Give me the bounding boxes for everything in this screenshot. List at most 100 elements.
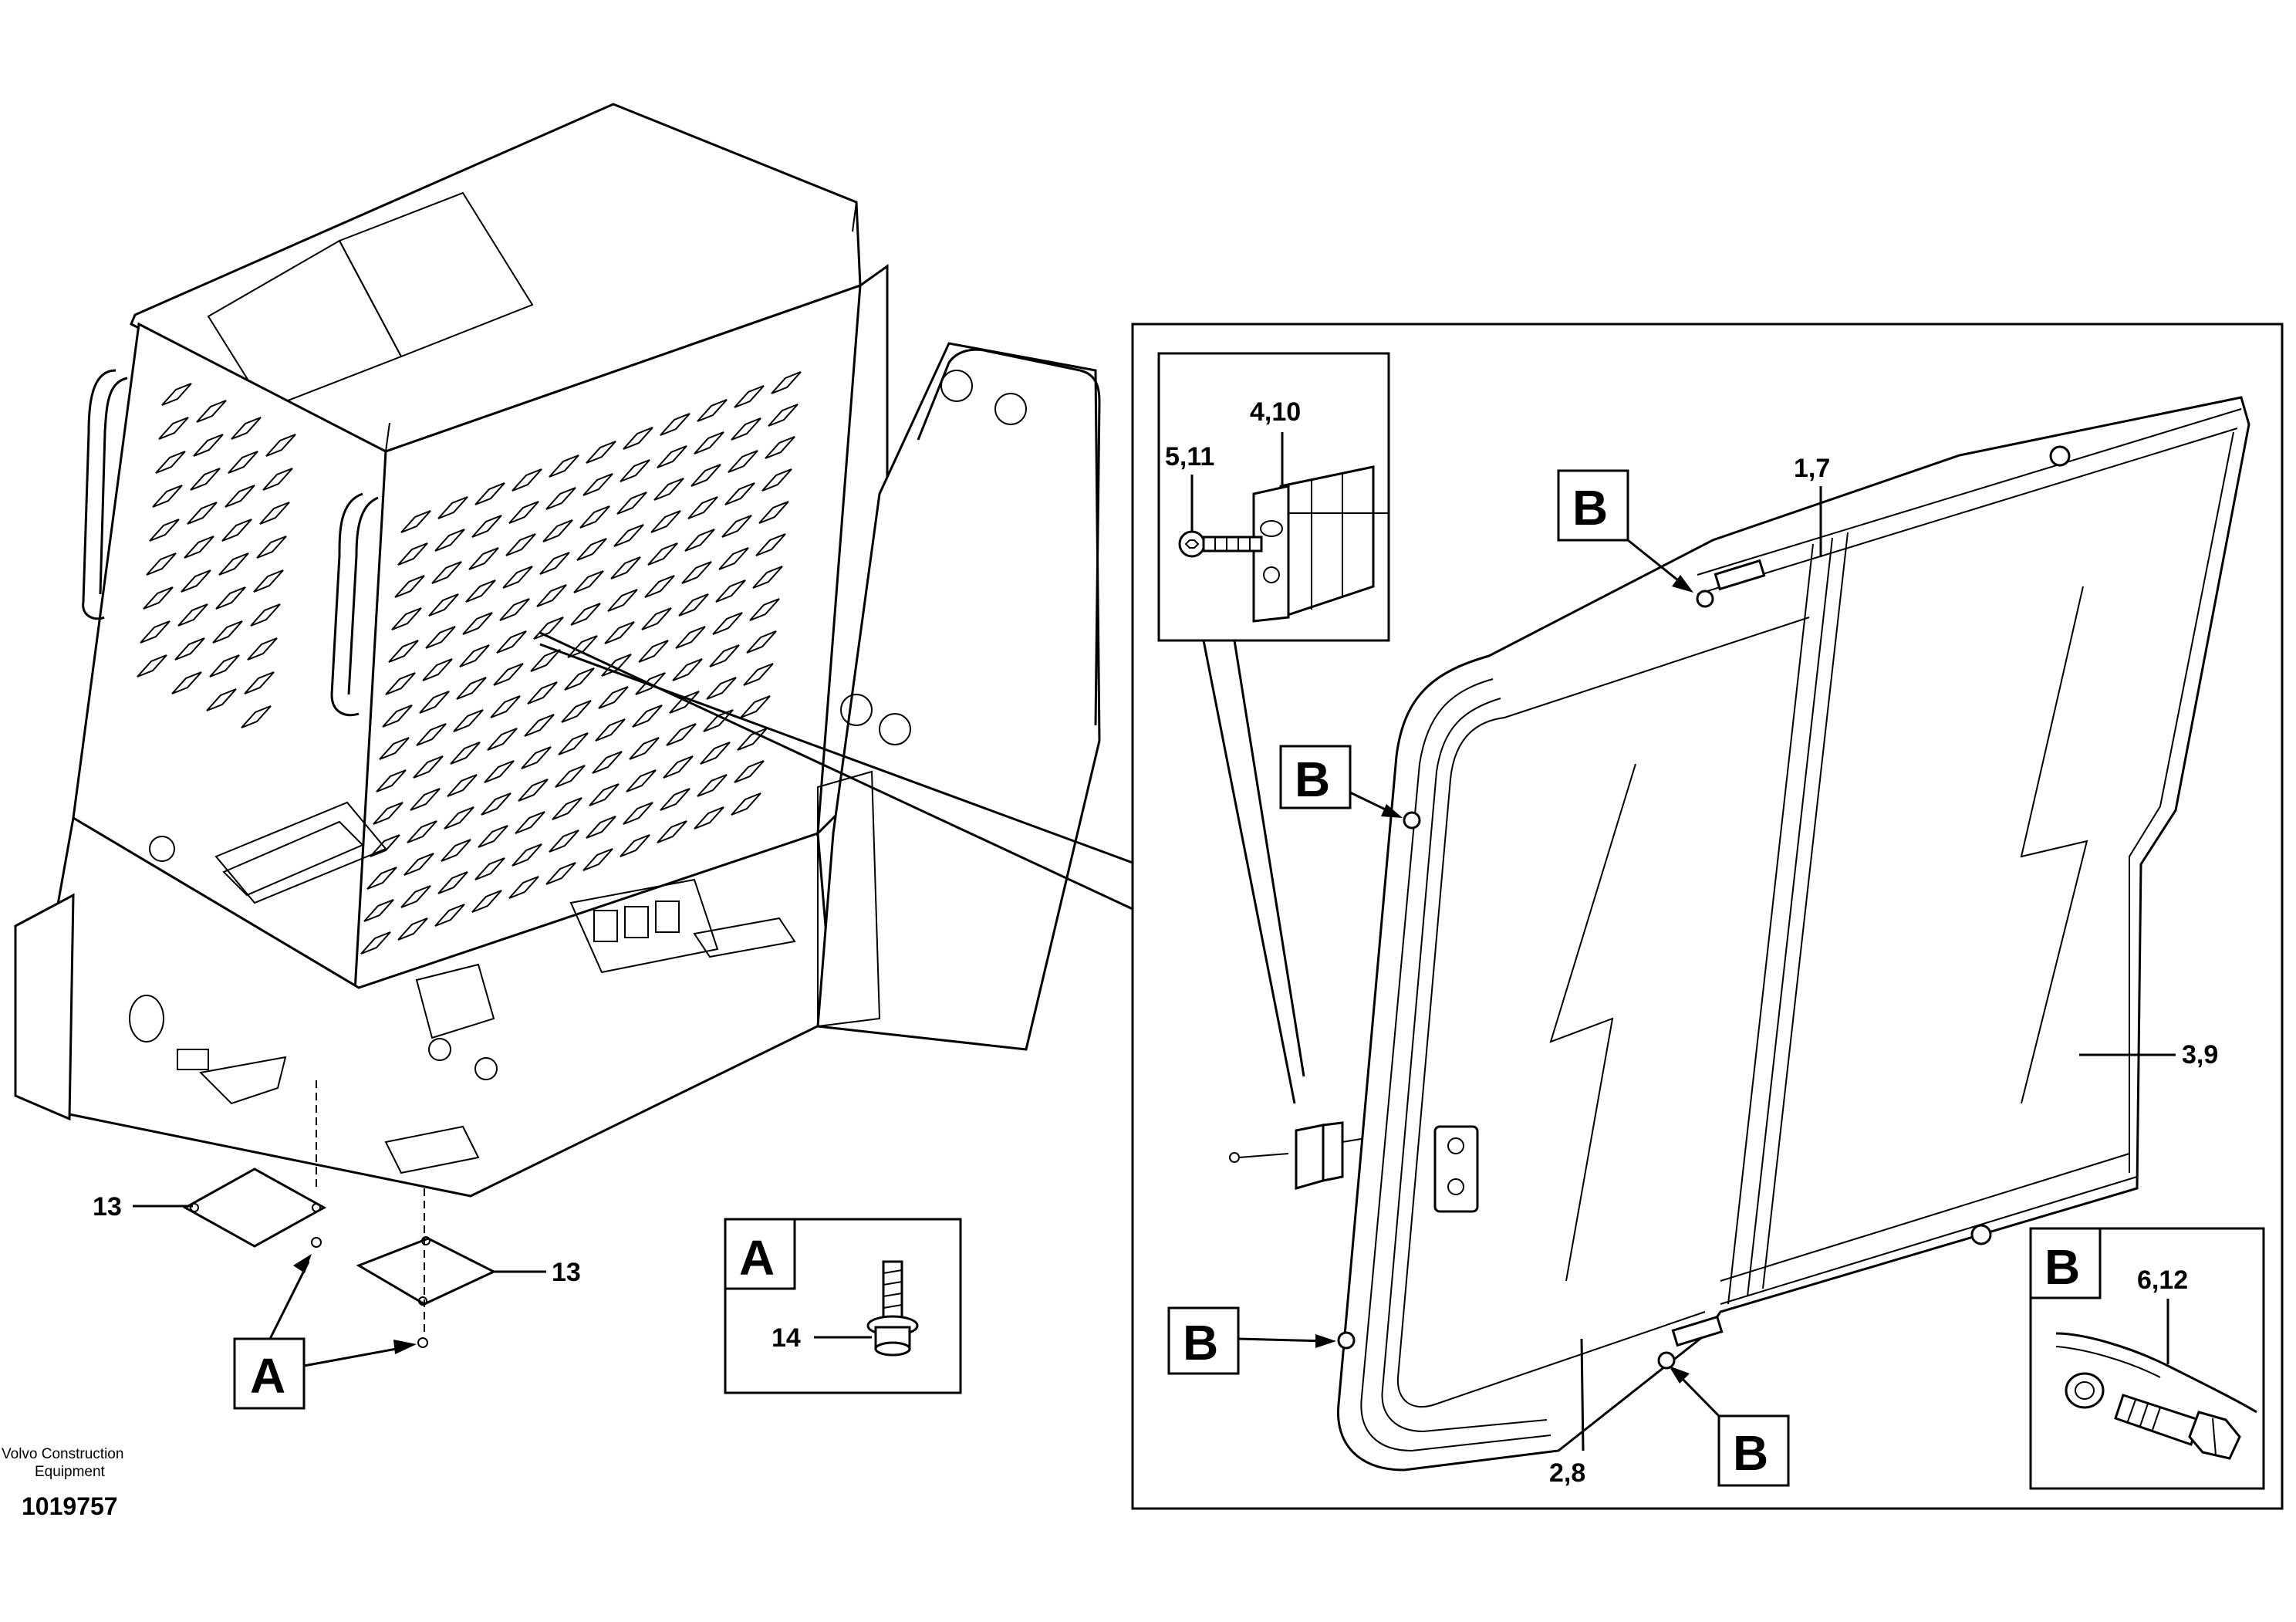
grill-hole (456, 677, 487, 700)
grill-hole (453, 709, 484, 732)
grill-hole (502, 566, 533, 589)
grill-hole (697, 399, 728, 422)
grill-hole (660, 413, 690, 436)
grill-hole (152, 485, 183, 508)
grill-hole (403, 853, 434, 876)
grill-hole (184, 536, 214, 559)
grill-hole (437, 871, 468, 894)
grill-hole (718, 547, 749, 570)
grill-hole (592, 751, 623, 774)
grill-hole (196, 400, 227, 423)
grill-hole (447, 774, 478, 797)
cover-plate-right (356, 1236, 497, 1306)
grill-hole (158, 417, 189, 440)
grill-hole (657, 820, 687, 843)
grill-hole (459, 644, 490, 667)
grill-hole (694, 806, 724, 830)
callout-1-7: 1,7 (1794, 454, 1830, 557)
grill-hole (508, 501, 539, 524)
grill-hole (558, 732, 589, 755)
svg-text:B: B (1572, 480, 1608, 536)
grill-hole (743, 663, 774, 686)
grill-hole (241, 705, 272, 728)
flange-bolt-icon (866, 1260, 919, 1357)
grill-hole (441, 839, 471, 862)
brand-block: Volvo Construction Equipment 1019757 (2, 1446, 123, 1520)
svg-text:14: 14 (772, 1323, 801, 1353)
grill-hole (715, 580, 746, 603)
grill-hole (385, 672, 416, 695)
svg-text:Equipment: Equipment (35, 1464, 106, 1480)
grill-hole (181, 569, 211, 593)
grill-hole (499, 598, 530, 621)
grill-hole (474, 482, 505, 505)
grill-hole (518, 779, 549, 802)
grill-hole (161, 383, 192, 406)
hex-bolt-icon (2114, 1394, 2241, 1460)
grill-hole (660, 788, 690, 811)
callout-2-8: 2,8 (1549, 1338, 1585, 1488)
grill-hole (709, 644, 740, 667)
grill-hole (623, 427, 653, 450)
grill-hole (657, 445, 687, 468)
grill-hole (143, 586, 174, 610)
grill-hole (684, 529, 715, 552)
grill-hole (530, 649, 561, 672)
grill-hole (481, 792, 512, 816)
grill-hole (474, 857, 505, 880)
grill-hole (755, 533, 786, 556)
grill-hole (740, 695, 771, 718)
grill-hole (616, 492, 647, 515)
grill-hole (632, 705, 663, 728)
view-marker-B-left-lower: B (1167, 1306, 1336, 1375)
svg-text:B: B (2044, 1239, 2080, 1295)
grill-hole (434, 904, 465, 927)
grill-hole (626, 769, 657, 792)
grill-hole (177, 603, 208, 627)
callout-13-right: 13 (494, 1258, 581, 1287)
grill-hole (416, 723, 447, 746)
grill-hole (444, 806, 474, 830)
grill-hole (694, 431, 724, 454)
grill-hole (629, 737, 660, 760)
grill-hole (536, 584, 567, 607)
grill-hole (539, 552, 570, 575)
grill-hole (490, 695, 521, 718)
view-marker-B-bottom: B (1669, 1366, 1790, 1487)
grill-hole (641, 607, 672, 630)
grill-hole (468, 547, 499, 570)
grill-hole (155, 451, 186, 474)
grill-hole (484, 760, 515, 783)
grill-hole (487, 728, 518, 751)
grill-hole (549, 454, 579, 478)
grill-hole (137, 654, 167, 678)
svg-text:2,8: 2,8 (1549, 1458, 1585, 1488)
grill-hole (595, 718, 626, 742)
grill-hole (567, 635, 598, 658)
grill-hole (768, 404, 799, 427)
grill-hole (366, 867, 397, 890)
grill-hole (437, 496, 468, 519)
grill-hole (471, 515, 502, 538)
grill-hole (561, 700, 592, 723)
grill-hole (397, 542, 428, 566)
svg-text:4,10: 4,10 (1250, 397, 1301, 427)
clip-small-icon (1229, 1121, 1366, 1190)
grill-hole (731, 417, 761, 441)
view-marker-B-left-upper: B (1279, 745, 1403, 818)
grill-hole (700, 742, 731, 765)
grill-hole (620, 834, 650, 857)
grill-hole (505, 533, 536, 556)
svg-text:A: A (739, 1230, 775, 1286)
grill-left (137, 383, 296, 728)
grill-hole (370, 834, 400, 857)
grill-hole (555, 765, 586, 788)
grill-hole (397, 917, 428, 941)
grill-hole (582, 848, 613, 871)
grill-hole (542, 519, 573, 542)
grill-hole (434, 529, 465, 552)
svg-text:B: B (1183, 1315, 1218, 1370)
grill-hole (496, 630, 527, 654)
grill-hole (215, 586, 246, 610)
grill-hole (212, 620, 243, 644)
